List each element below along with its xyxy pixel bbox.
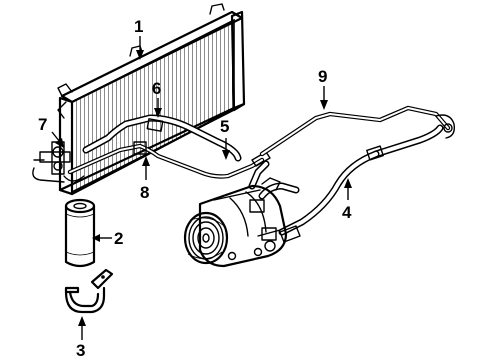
callout-leaders <box>51 36 352 340</box>
compressor-icon <box>183 177 301 268</box>
callout-3: 3 <box>76 341 85 360</box>
mounting-bracket-icon <box>64 268 114 314</box>
discharge-hose <box>82 114 242 162</box>
callout-1: 1 <box>134 17 143 36</box>
callout-7: 7 <box>38 115 47 134</box>
callout-9: 9 <box>318 67 327 86</box>
callout-4: 4 <box>342 203 352 222</box>
callout-6: 6 <box>152 79 161 98</box>
condenser-icon <box>57 3 246 196</box>
suction-tube <box>259 105 456 157</box>
callout-5: 5 <box>220 117 229 136</box>
compressor-discharge-hose <box>248 160 300 200</box>
callout-2: 2 <box>114 229 123 248</box>
condenser-fitting-cluster <box>32 141 85 183</box>
liquid-line <box>67 141 271 179</box>
callout-8: 8 <box>140 183 149 202</box>
receiver-drier-icon <box>64 198 96 268</box>
suction-hose <box>278 124 444 236</box>
